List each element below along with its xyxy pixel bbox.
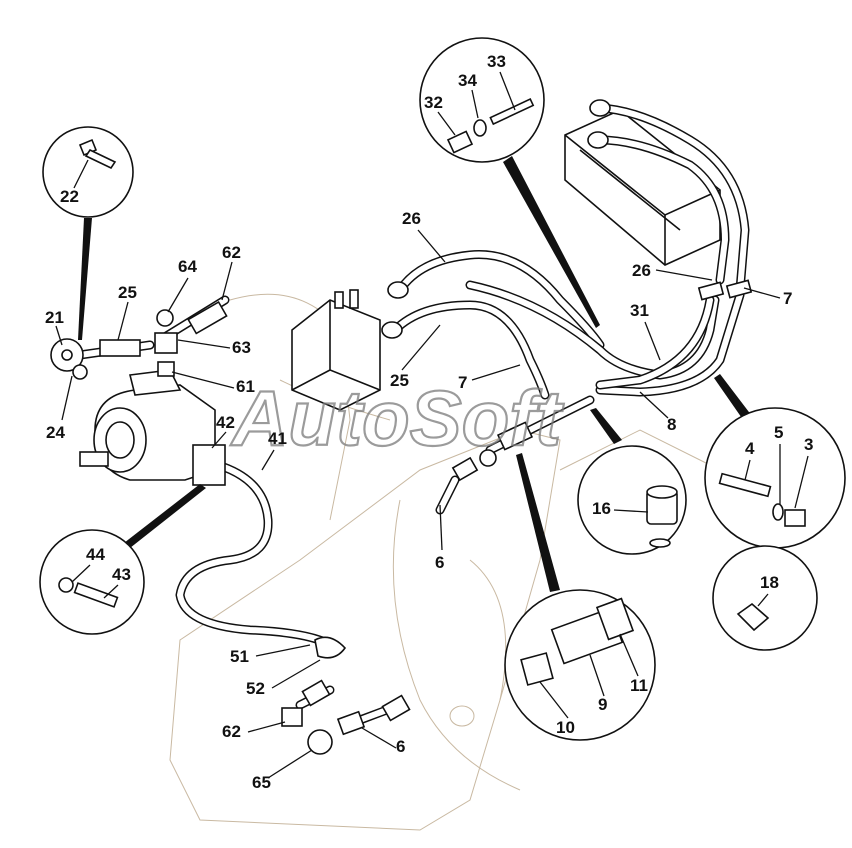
inset-bolt-22: 22: [42, 126, 134, 218]
part-label: 7: [458, 373, 467, 392]
part-label: 7: [783, 289, 792, 308]
callout-label: 34: [458, 71, 477, 90]
leader-lines: [55, 229, 781, 779]
part-labels: 21 25 64 62 63 61 24 42 41 26 25 7 26 7 …: [45, 209, 792, 792]
inset-bolt-washer-44-43: 44 43: [39, 529, 145, 635]
callout-label: 3: [804, 435, 813, 454]
fittings: [50, 99, 753, 755]
callout-label: 22: [60, 187, 79, 206]
part-label: 52: [246, 679, 265, 698]
part-label: 26: [402, 209, 421, 228]
part-label: 61: [236, 377, 255, 396]
oil-cooler: [564, 109, 721, 266]
part-label: 64: [178, 257, 197, 276]
callout-label: 4: [745, 439, 755, 458]
callout-connectors: [78, 156, 755, 592]
hydraulic-pump: [79, 369, 216, 481]
part-label: 6: [396, 737, 405, 756]
callout-label: 11: [630, 676, 648, 695]
callout-label: 43: [112, 565, 131, 584]
control-valve-block: [291, 289, 381, 411]
inset-screw-washer: 32 34 33: [419, 37, 545, 163]
part-label: 51: [230, 647, 249, 666]
part-label: 6: [435, 553, 444, 572]
callout-label: 5: [774, 423, 783, 442]
inset-fittings: 10 9 11: [504, 589, 656, 741]
part-label: 21: [45, 308, 64, 327]
watermark: AutoSoft: [230, 374, 564, 462]
inset-plug-18: 18: [712, 545, 818, 651]
part-label: 26: [632, 261, 651, 280]
callout-label: 16: [592, 499, 611, 518]
part-label: 25: [118, 283, 137, 302]
machine-ghost-outline: [169, 293, 721, 831]
part-label: 31: [630, 301, 649, 320]
part-label: 8: [667, 415, 676, 434]
callout-label: 18: [760, 573, 779, 592]
inset-bolt-washers: 4 5 3: [704, 407, 846, 549]
callout-label: 44: [86, 545, 105, 564]
callout-label: 33: [487, 52, 506, 71]
hoses: [75, 103, 750, 725]
callout-label: 32: [424, 93, 443, 112]
part-label: 65: [252, 773, 271, 792]
part-label: 42: [216, 413, 235, 432]
part-label: 25: [390, 371, 409, 390]
part-label: 24: [46, 423, 65, 442]
part-label: 63: [232, 338, 251, 357]
part-label: 62: [222, 243, 241, 262]
part-label: 62: [222, 722, 241, 741]
callout-label: 10: [556, 718, 575, 737]
part-label: 41: [268, 429, 287, 448]
callout-label: 9: [598, 695, 607, 714]
inset-sensor-16: 16: [577, 445, 687, 555]
